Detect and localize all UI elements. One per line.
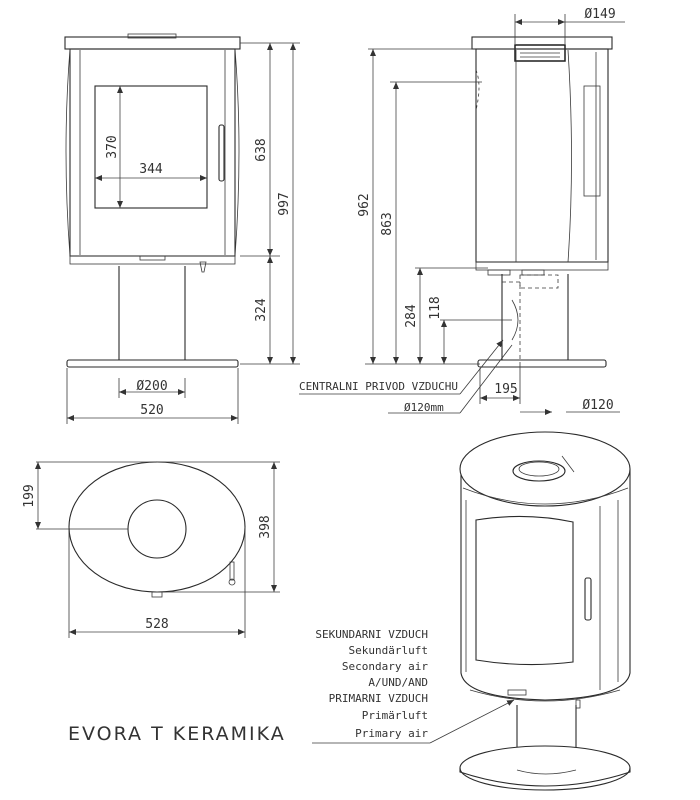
persp-top: [459, 431, 631, 507]
flue-offset-label: 199: [22, 484, 37, 507]
top-view: 199 398 528: [22, 461, 280, 638]
front-base-plate: [66, 359, 239, 368]
inlet-diameter-label: Ø120: [582, 398, 613, 413]
side-top-cap: [471, 36, 613, 50]
front-door-glass: [94, 85, 208, 209]
air-label-primary-de: Primärluft: [362, 709, 428, 722]
side-air-curve: [511, 299, 519, 341]
door-handle: [218, 124, 225, 182]
air-label-and: A/UND/AND: [368, 676, 428, 689]
persp-base-plate: [459, 745, 631, 791]
persp-flue: [512, 460, 566, 482]
side-door-profile: [583, 85, 601, 197]
window-height-label: 370: [105, 135, 120, 158]
inlet-offset-label: 195: [494, 382, 517, 397]
top-flue-circle: [127, 499, 187, 559]
persp-air-slot: [507, 689, 527, 696]
air-center-height-label: 118: [428, 296, 443, 319]
persp-door-handle: [584, 577, 592, 621]
air-legend: SEKUNDARNI VZDUCH Sekundärluft Secondary…: [312, 628, 515, 744]
central-air-label: CENTRALNI PRIVOD VZDUCHU: [299, 380, 458, 393]
front-top-cap: [64, 36, 241, 50]
depth-label: 398: [258, 515, 273, 538]
body-height-label: 638: [254, 138, 269, 161]
flue-diameter-label: Ø149: [584, 7, 615, 22]
body-top-height-label: 863: [380, 212, 395, 235]
total-height-label: 997: [277, 192, 292, 215]
base-width-label: 520: [140, 403, 163, 418]
side-body: [475, 48, 609, 263]
front-air-lever: [199, 261, 207, 273]
persp-body: [460, 469, 631, 701]
air-label-secondary-en: Secondary air: [342, 660, 428, 673]
top-front-knob: [151, 591, 163, 598]
front-view: 370 344 638 997 324 Ø200 520: [64, 33, 300, 424]
top-air-lever: [229, 561, 235, 581]
side-base-plate: [477, 359, 607, 368]
top-outline: [68, 461, 246, 593]
product-title: EVORA T KERAMIKA: [68, 723, 286, 745]
air-label-primary-cz: PRIMARNI VZDUCH: [329, 692, 428, 705]
persp-door-glass: [475, 515, 574, 666]
perspective-view: [459, 431, 631, 791]
width-label: 528: [145, 617, 168, 632]
pedestal-height-label: 324: [254, 298, 269, 322]
air-inlet-height-label: 284: [404, 304, 419, 328]
air-label-secondary-de: Sekundärluft: [349, 644, 428, 657]
air-pipe-diameter-label: Ø120mm: [404, 401, 444, 414]
flue-height-label: 962: [357, 193, 372, 216]
pedestal-diameter-label: Ø200: [136, 379, 167, 394]
air-label-secondary-cz: SEKUNDARNI VZDUCH: [315, 628, 428, 641]
side-bottom-plate: [475, 261, 609, 271]
side-view: Ø149 962 863 284 118 CENTRALNI PRIVOD VZ…: [299, 7, 625, 415]
front-top-knob: [127, 33, 177, 39]
air-label-primary-en: Primary air: [355, 727, 428, 740]
window-width-label: 344: [139, 162, 163, 177]
side-flue-collar: [514, 44, 566, 62]
